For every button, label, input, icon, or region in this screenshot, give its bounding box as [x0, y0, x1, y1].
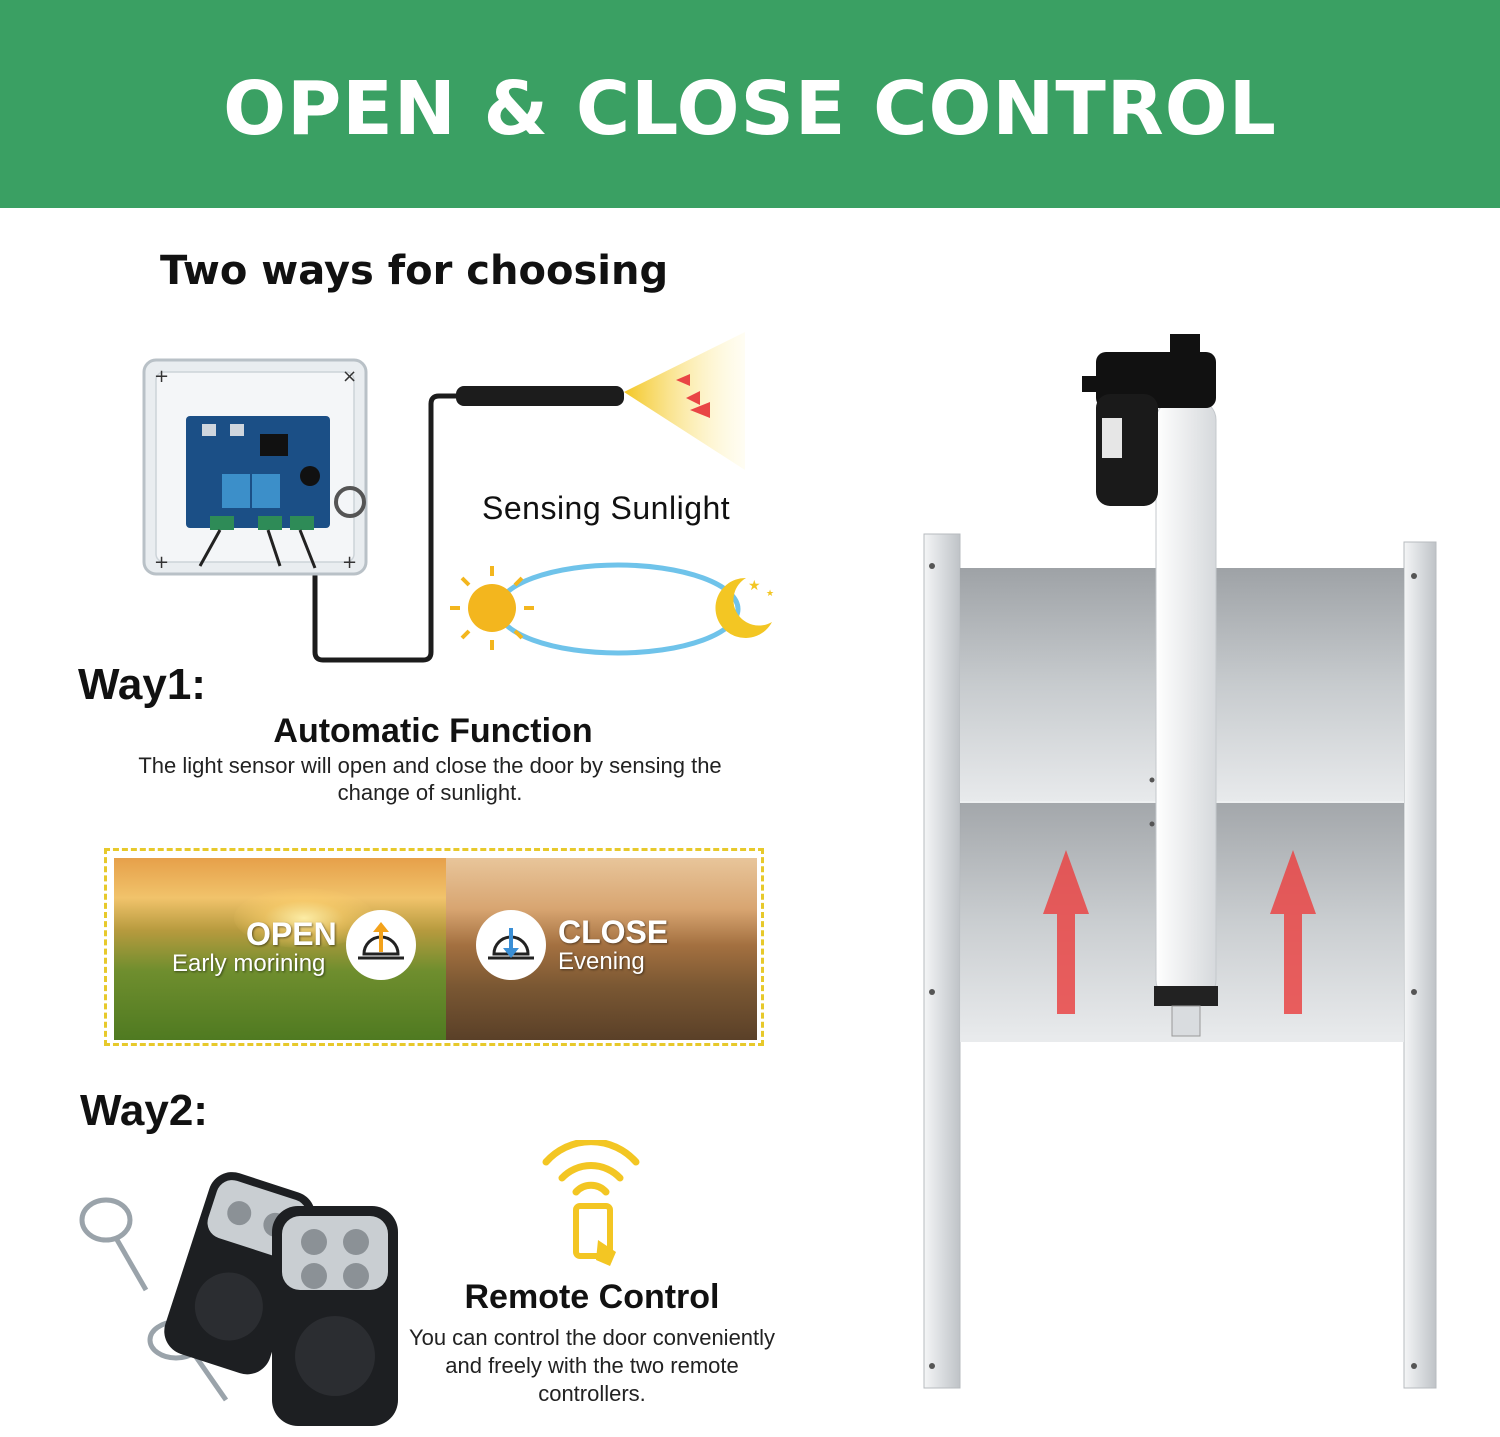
wireless-signal-icon: [542, 1140, 640, 1266]
way2-label: Way2:: [80, 1086, 208, 1135]
close-time-label: Evening: [558, 948, 645, 975]
open-label: OPEN: [246, 916, 337, 952]
sensing-sunlight-label: Sensing Sunlight: [482, 490, 731, 526]
sunrise-up-icon: [346, 910, 416, 980]
svg-text:×: ×: [342, 366, 357, 387]
day-night-cycle-illustration: ★ ★: [450, 562, 774, 656]
open-scene-morning: OPEN Early morining: [114, 858, 446, 1040]
svg-text:★: ★: [766, 589, 774, 599]
remote-control-title: Remote Control: [464, 1278, 720, 1316]
open-time-label: Early morining: [172, 950, 326, 977]
open-close-scenes: OPEN Early morining CLOSE Evening: [104, 848, 764, 1046]
close-scene-evening: CLOSE Evening: [446, 858, 757, 1040]
up-arrow-icons: [1043, 850, 1316, 1014]
page-title: OPEN & CLOSE CONTROL: [223, 66, 1277, 152]
section-subtitle: Two ways for choosing: [160, 248, 669, 294]
close-label: CLOSE: [558, 914, 669, 950]
moon-icon: ★ ★: [715, 577, 774, 638]
svg-text:+: +: [154, 366, 169, 387]
sunset-down-icon: [476, 910, 546, 980]
automatic-function-description: The light sensor will open and close the…: [138, 753, 722, 805]
svg-text:+: +: [342, 552, 357, 573]
automatic-door-illustration: [923, 334, 1437, 1389]
way1-label: Way1:: [78, 660, 206, 709]
automatic-function-title: Automatic Function: [273, 712, 593, 750]
header-banner: OPEN & CLOSE CONTROL: [0, 0, 1500, 208]
svg-text:+: +: [154, 552, 169, 573]
svg-text:★: ★: [748, 578, 761, 594]
remote-control-description: You can control the door conveniently an…: [408, 1325, 776, 1406]
remote-controllers-illustration: [79, 1172, 398, 1426]
controller-box-illustration: + × + +: [142, 358, 368, 576]
sun-icon: [450, 566, 534, 650]
